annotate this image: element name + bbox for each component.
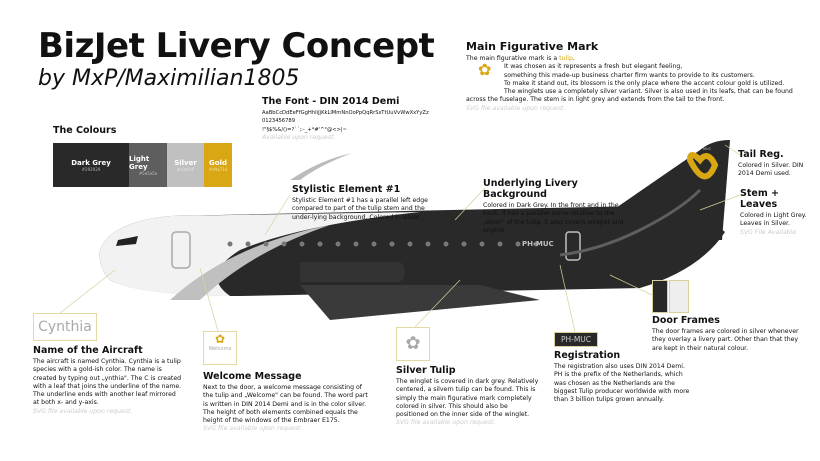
mark-line: To make it stand out, its blossom is the… bbox=[504, 79, 785, 87]
welcome-heading: Welcome Message bbox=[203, 371, 302, 382]
name-note: SVG file available upon request. bbox=[33, 407, 133, 415]
font-heading: The Font - DIN 2014 Demi bbox=[262, 96, 400, 107]
stem-section: Stem + Leaves Colored in Light Grey. Lea… bbox=[740, 188, 818, 237]
tailreg-heading: Tail Reg. bbox=[738, 149, 784, 160]
background-heading: Underlying Livery Background bbox=[483, 178, 578, 200]
silver-swoosh bbox=[170, 225, 330, 300]
tulip-icon: ✿ bbox=[214, 332, 226, 346]
mark-line: across the fuselage. The stem is in ligh… bbox=[466, 96, 725, 104]
welcome-section: Welcome Message Next to the door, a welc… bbox=[203, 371, 373, 434]
page-title: BizJet Livery Concept bbox=[38, 26, 435, 66]
mark-intro: The main figurative mark is a bbox=[466, 55, 560, 62]
swatch-silver: Silver#c0c0c0 bbox=[167, 143, 204, 187]
tulip-heading: Silver Tulip bbox=[396, 365, 456, 376]
tail-registration: MUC bbox=[703, 147, 712, 151]
name-section: Name of the Aircraft The aircraft is nam… bbox=[33, 345, 183, 416]
fuselage-registration: PH-MUC bbox=[522, 240, 554, 248]
windows bbox=[227, 241, 539, 247]
doors-section: Door Frames The door frames are colored … bbox=[652, 315, 807, 353]
registration-badge: PH-MUC bbox=[554, 332, 598, 347]
font-section: The Font - DIN 2014 Demi AaBbCcDdEeFfGgH… bbox=[262, 96, 462, 142]
stylistic-text: Stylistic Element #1 has a parallel left… bbox=[292, 197, 428, 221]
welcome-logo: ✿Welcome bbox=[203, 331, 237, 365]
tulip-note: SVG file available upon request. bbox=[396, 419, 496, 427]
tail-tulip-icon bbox=[686, 152, 719, 180]
front-door bbox=[171, 231, 191, 269]
doors-text: The door frames are colored in silver wh… bbox=[652, 328, 799, 352]
registration-section: Registration The registration also uses … bbox=[554, 350, 694, 404]
font-note: Available upon request. bbox=[262, 133, 336, 141]
tailreg-section: Tail Reg. Colored in Silver. DIN 2014 De… bbox=[738, 149, 816, 179]
door-frame-white-image bbox=[669, 280, 689, 313]
mark-line: The winglets use a completely silver var… bbox=[504, 88, 793, 96]
door-frame-dark-image bbox=[652, 280, 668, 313]
mark-intro-word: tulip bbox=[559, 55, 573, 62]
doors-heading: Door Frames bbox=[652, 315, 720, 326]
stem-icon bbox=[559, 188, 702, 257]
name-heading: Name of the Aircraft bbox=[33, 345, 143, 356]
fuselage-white-nose bbox=[99, 212, 420, 296]
mark-note: SVG file available upon request. bbox=[466, 104, 566, 112]
stem-note: SVG File Available. bbox=[740, 228, 799, 236]
name-text: The aircraft is named Cynthia. Cynthia i… bbox=[33, 358, 182, 407]
font-sample-letters: AaBbCcDdEeFfGgHhIiJjKkLlMmNnOoPpQqRrSsTt… bbox=[262, 110, 429, 116]
stylistic-heading: Stylistic Element #1 bbox=[292, 184, 401, 195]
registration-text: The registration also uses DIN 2014 Demi… bbox=[554, 363, 690, 404]
swatch-light-grey: Light Grey#5e5e5e bbox=[129, 143, 167, 187]
tulip-icon: ✿ bbox=[478, 60, 492, 79]
wing bbox=[300, 285, 540, 320]
page-subtitle: by MxP/Maximilian1805 bbox=[38, 66, 300, 91]
silver-tulip-icon: ✿ bbox=[396, 327, 430, 361]
stylistic-section: Stylistic Element #1 Stylistic Element #… bbox=[292, 184, 437, 222]
tulip-section: Silver Tulip The winglet is covered in d… bbox=[396, 365, 541, 428]
background-section: Underlying Livery Background Colored in … bbox=[483, 178, 628, 235]
stylistic-element bbox=[290, 153, 352, 180]
swatch-dark-grey: Dark Grey#292929 bbox=[53, 143, 129, 187]
cockpit-window bbox=[116, 236, 138, 246]
colours-heading: The Colours bbox=[53, 125, 117, 136]
swatch-gold: Gold#d9a714 bbox=[204, 143, 232, 187]
mark-line: It was chosen as it represents a fresh b… bbox=[504, 63, 683, 71]
tulip-text: The winglet is covered in dark grey. Rel… bbox=[396, 378, 539, 419]
stem-heading: Stem + Leaves bbox=[740, 188, 779, 210]
main-mark-section: Main Figurative Mark The main figurative… bbox=[466, 40, 816, 113]
tailreg-text: Colored in Silver. DIN 2014 Demi used. bbox=[738, 162, 804, 178]
main-mark-heading: Main Figurative Mark bbox=[466, 40, 599, 53]
font-sample-symbols: !"§$%&/()=?`´;:-_+*#'^°@<>|~ bbox=[262, 126, 348, 133]
mark-line: something this made-up business charter … bbox=[504, 71, 755, 79]
welcome-note: SVG file available upon request. bbox=[203, 425, 303, 433]
engine bbox=[300, 262, 405, 282]
welcome-text: Next to the door, a welcome message cons… bbox=[203, 384, 368, 425]
cynthia-logo: Cynthia bbox=[33, 313, 97, 341]
stem-text: Colored in Light Grey. Leaves in Silver. bbox=[740, 212, 807, 228]
mark-intro-end: . bbox=[572, 55, 575, 62]
leader-lines bbox=[59, 144, 741, 333]
font-sample-digits: 0123456789 bbox=[262, 118, 296, 125]
background-text: Colored in Dark Grey. In the front and i… bbox=[483, 202, 624, 234]
registration-heading: Registration bbox=[554, 350, 621, 361]
rear-door bbox=[565, 231, 581, 261]
